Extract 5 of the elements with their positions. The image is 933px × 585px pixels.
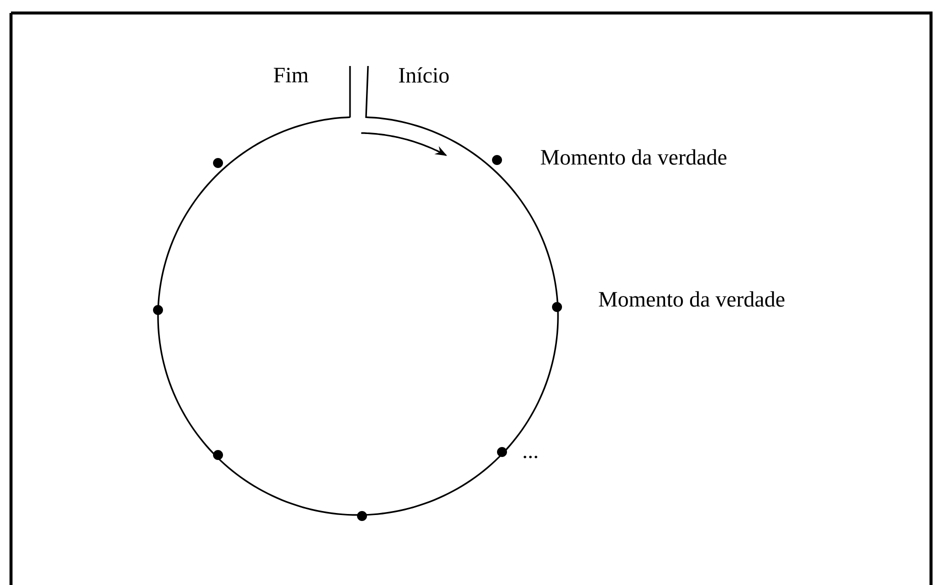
label: Início	[399, 67, 449, 83]
label: ...	[524, 456, 538, 458]
label: Fim	[274, 68, 308, 82]
label: Momento da verdade	[598, 291, 784, 307]
label: Momento da verdade	[540, 149, 726, 165]
